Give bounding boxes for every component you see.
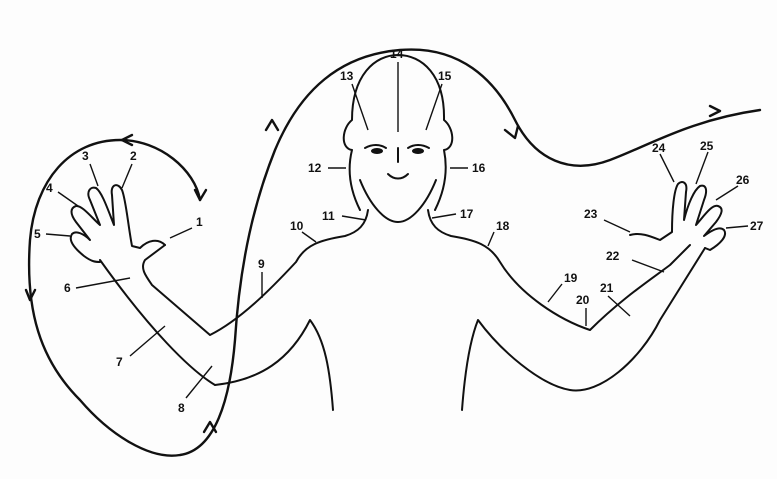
arrowhead-4: [204, 422, 216, 432]
point-label-8: 8: [178, 401, 185, 415]
point-label-9: 9: [258, 257, 265, 271]
point-label-27: 27: [750, 219, 764, 233]
point-label-14: 14: [390, 47, 404, 61]
point-label-15: 15: [438, 69, 452, 83]
point-label-5: 5: [34, 227, 41, 241]
arrowhead-1: [195, 190, 206, 200]
right-hand: [630, 182, 725, 250]
point-label-26: 26: [736, 173, 750, 187]
point-label-24: 24: [652, 141, 666, 155]
flow-path: [26, 50, 760, 456]
point-label-12: 12: [308, 161, 322, 175]
point-label-6: 6: [64, 281, 71, 295]
point-label-7: 7: [116, 355, 123, 369]
right-torso-outline: [462, 248, 705, 410]
point-label-20: 20: [576, 293, 590, 307]
point-label-1: 1: [196, 215, 203, 229]
point-label-11: 11: [322, 209, 335, 223]
point-label-10: 10: [290, 219, 304, 233]
point-label-17: 17: [460, 207, 474, 221]
flow-path-line: [29, 50, 760, 456]
arrowhead-5: [266, 120, 278, 130]
point-label-16: 16: [472, 161, 486, 175]
point-label-21: 21: [600, 281, 614, 295]
left-side-outline: [143, 210, 368, 335]
point-label-22: 22: [606, 249, 620, 263]
right-side-outline: [428, 210, 690, 330]
arrowhead-7: [710, 106, 720, 116]
point-label-13: 13: [340, 69, 354, 83]
point-labels: 1 2 3 4 5 6 7 8 9 10 11 12 13 14 15 16 1…: [34, 47, 764, 415]
point-label-3: 3: [82, 149, 89, 163]
face: [360, 145, 436, 222]
point-label-18: 18: [496, 219, 510, 233]
point-label-19: 19: [564, 271, 578, 285]
arrowhead-6: [505, 126, 518, 138]
left-hand: [71, 185, 165, 262]
point-label-25: 25: [700, 139, 714, 153]
point-label-23: 23: [584, 207, 598, 221]
point-label-2: 2: [130, 149, 137, 163]
point-label-4: 4: [46, 181, 53, 195]
